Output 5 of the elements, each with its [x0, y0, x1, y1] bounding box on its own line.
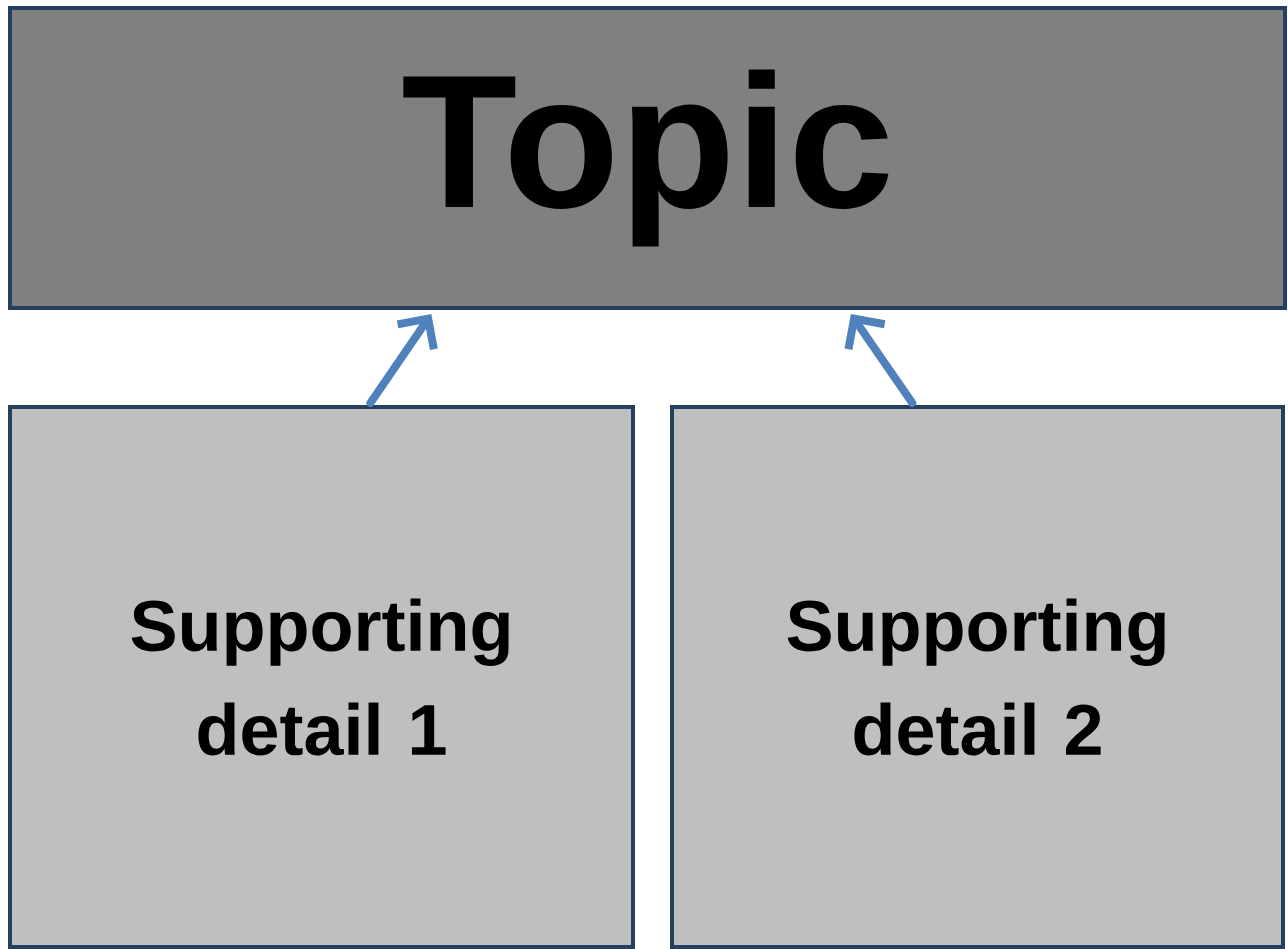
arrow [844, 314, 917, 407]
detail-box: Supporting detail 2 [670, 405, 1285, 949]
arrow [366, 314, 438, 407]
detail-box: Supporting detail 1 [8, 405, 635, 949]
topic-box: Topic [8, 6, 1287, 310]
